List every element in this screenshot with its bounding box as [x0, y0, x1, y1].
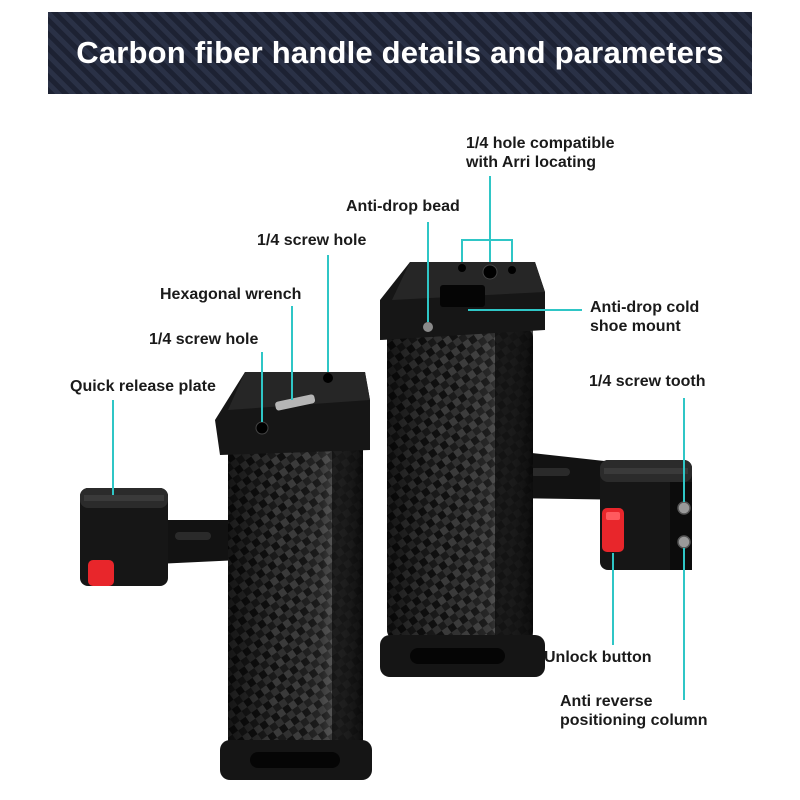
left-release-button-icon	[88, 560, 114, 586]
label-screw-hole-top: 1/4 screw hole	[257, 232, 367, 249]
screw-hole-top-icon	[323, 373, 333, 383]
right-handle	[380, 262, 692, 677]
cold-shoe-slot	[440, 285, 485, 307]
positioning-column-icon	[677, 535, 691, 549]
label-cold-shoe-line2: shoe mount	[590, 318, 681, 335]
arri-hole-2-icon	[482, 264, 498, 280]
screw-tooth-icon	[677, 501, 691, 515]
label-quick-release: Quick release plate	[70, 378, 216, 395]
right-arm-slot	[530, 468, 570, 476]
arri-hole-1-icon	[458, 264, 466, 272]
label-unlock-button: Unlock button	[544, 649, 652, 666]
arri-hole-3-icon	[508, 266, 516, 274]
label-anti-drop-bead: Anti-drop bead	[346, 198, 460, 215]
label-arri-line2: with Arri locating	[466, 154, 597, 171]
title-banner: Carbon fiber handle details and paramete…	[48, 12, 752, 94]
hexagonal-wrench-icon	[275, 394, 316, 411]
banner-title: Carbon fiber handle details and paramete…	[76, 35, 724, 70]
screw-hole-left-icon	[255, 421, 269, 435]
label-screw-tooth: 1/4 screw tooth	[589, 373, 706, 390]
label-cold-shoe-line1: Anti-drop cold	[590, 299, 700, 316]
callout-arri	[461, 176, 513, 262]
label-arri-line1: 1/4 hole compatible	[466, 135, 615, 152]
callout-lines	[112, 176, 685, 700]
left-handle	[80, 372, 372, 780]
label-hex-wrench: Hexagonal wrench	[160, 286, 302, 303]
anti-drop-bead-icon	[423, 322, 433, 332]
label-anti-reverse-line2: positioning column	[560, 712, 708, 729]
label-screw-hole-left: 1/4 screw hole	[149, 331, 259, 348]
label-anti-reverse-line1: Anti reverse	[560, 693, 653, 710]
